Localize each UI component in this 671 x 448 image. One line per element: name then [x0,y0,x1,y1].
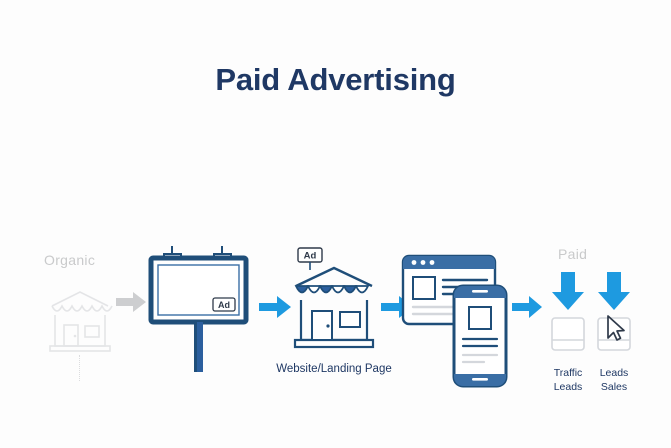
stage-paid-results: Paid Traffic Leads [540,238,648,393]
billboard-ad-badge-text: Ad [218,300,230,310]
marketing-funnel-diagram: Organic [0,230,671,393]
paid-result-caption-leads: Leads Sales [599,367,629,393]
arrow-down-2-icon [598,272,630,310]
arrow-blue-3-icon [512,296,542,318]
paid-result-column-leads: Leads Sales [592,268,636,393]
stage-devices [401,240,512,388]
paid-result-column-traffic: Traffic Leads [546,268,590,393]
stage-organic: Organic [28,242,124,382]
stage-landing-page-caption: Website/Landing Page [276,363,392,375]
result-card-icon [551,317,585,351]
organic-dotted-connector [79,355,80,381]
stage-billboard: Ad [146,244,256,384]
storefront-icon [38,284,122,356]
result-card-with-cursor-icon [597,315,631,351]
stage-landing-page: Ad [272,247,396,390]
mobile-phone-icon [452,284,508,388]
stage-paid-label: Paid [558,246,588,262]
paid-result-caption-traffic: Traffic Leads [553,367,583,393]
page-title: Paid Advertising [215,62,456,97]
arrow-down-1-icon [552,272,584,310]
stage-organic-label: Organic [44,252,96,268]
storefront-ad-icon: Ad [272,247,396,360]
cursor-pointer-icon [607,315,625,341]
storefront-ad-badge-text: Ad [304,251,317,262]
arrow-blue-1-icon [259,296,291,318]
billboard-icon: Ad [146,244,256,372]
arrow-gray-icon [116,292,146,312]
